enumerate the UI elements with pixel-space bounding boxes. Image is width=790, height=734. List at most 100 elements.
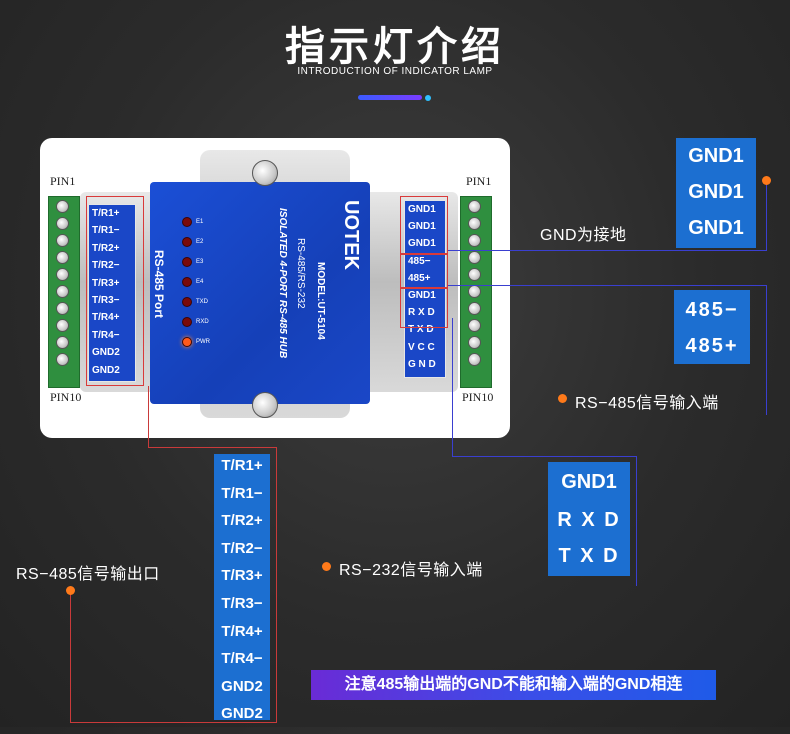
port-label: T/R3− xyxy=(92,294,120,306)
port-label: T/R4− xyxy=(92,329,120,341)
pin10-left-label: PIN10 xyxy=(50,390,82,404)
port-label: GND2 xyxy=(92,347,120,359)
rs485-output-callout-line: T/R1− xyxy=(221,484,263,502)
rs485-input-callout-box: 485− 485+ xyxy=(674,290,750,364)
rs232-callout-box: GND1 R X D T X D xyxy=(548,462,630,576)
orange-marker-dot xyxy=(762,176,771,185)
led-indicator xyxy=(182,317,192,327)
rs485-output-callout-line: T/R2− xyxy=(221,539,263,557)
title-dot xyxy=(425,95,431,101)
rs232-callout-line: R X D xyxy=(557,509,621,531)
mount-screw-bottom xyxy=(252,392,278,418)
led-label: PWR xyxy=(196,339,210,345)
gnd-callout-box: GND1 GND1 GND1 xyxy=(676,138,756,248)
connector-line xyxy=(766,285,767,415)
connector-line xyxy=(276,447,277,723)
led-indicator xyxy=(182,257,192,267)
connector-line xyxy=(452,456,636,457)
connector-line xyxy=(448,285,766,286)
port-label: GND1 xyxy=(408,221,436,233)
connector-line xyxy=(636,456,637,586)
connector-line xyxy=(452,318,453,456)
port-label: GND2 xyxy=(92,364,120,376)
rs485-input-callout-line: 485+ xyxy=(685,335,739,357)
gnd-callout-line: GND1 xyxy=(688,217,744,239)
rs485-output-callout-line: T/R2+ xyxy=(221,512,263,530)
gnd-highlight-frame xyxy=(400,196,448,254)
left-port-label-strip xyxy=(88,204,136,382)
product-line1-text: RS-485/RS-232 xyxy=(295,238,306,309)
port-label: G N D xyxy=(408,358,436,370)
led-label: RXD xyxy=(196,319,209,325)
mount-screw-top xyxy=(252,160,278,186)
rs232-callout-line: T X D xyxy=(558,545,620,567)
rs232-input-label: RS−232信号输入端 xyxy=(339,562,483,579)
left-terminal-screws xyxy=(56,200,70,366)
port-label: T/R2− xyxy=(92,260,120,272)
led-indicator xyxy=(182,237,192,247)
led-label: E1 xyxy=(196,219,204,225)
port-label: 485+ xyxy=(408,272,431,284)
led-indicator xyxy=(182,297,192,307)
led-column: E1 E2 E3 E4 TXD RXD PWR xyxy=(182,212,210,352)
port-label: T/R1+ xyxy=(92,208,120,219)
rs485-input-callout-line: 485− xyxy=(685,299,739,321)
led-label: TXD xyxy=(196,299,208,305)
brand-logo-text: UOTEK xyxy=(340,200,362,270)
port-label: T/R4+ xyxy=(92,312,120,324)
rs485-output-callout-line: T/R4+ xyxy=(221,622,263,640)
rs485-output-callout-line: T/R3− xyxy=(221,594,263,612)
orange-marker-dot xyxy=(322,562,331,571)
port-label: T X D xyxy=(408,324,434,336)
model-text: MODEL:UT-5104 xyxy=(315,262,326,340)
left-port-labels: T/R1+ T/R1− T/R2+ T/R2− T/R3+ T/R3− T/R4… xyxy=(92,208,132,382)
rs485-output-callout-line: T/R3+ xyxy=(221,567,263,585)
page-subtitle: INTRODUCTION OF INDICATOR LAMP xyxy=(297,66,493,77)
rs485-output-callout-line: T/R4− xyxy=(221,650,263,668)
right-port-labels: GND1 GND1 GND1 485− 485+ GND1 R X D T X … xyxy=(408,204,442,376)
warning-banner: 注意485输出端的GND不能和输入端的GND相连 xyxy=(311,670,716,700)
left-port-highlight-frame xyxy=(86,196,144,386)
power-led-indicator xyxy=(182,337,192,347)
connector-line xyxy=(448,250,766,251)
rs485-port-text: RS-485 Port xyxy=(152,250,166,319)
right-port-label-strip xyxy=(404,200,446,378)
rs485-output-callout-line: GND2 xyxy=(221,677,263,695)
connector-line xyxy=(766,180,767,251)
led-label: E2 xyxy=(196,239,204,245)
pin1-right-label: PIN1 xyxy=(466,174,492,188)
rs485-output-label: RS−485信号输出口 xyxy=(16,566,160,583)
pin10-right-label: PIN10 xyxy=(462,390,494,404)
port-label: R X D xyxy=(408,307,435,319)
pin1-left-label: PIN1 xyxy=(50,174,76,188)
connector-line xyxy=(148,386,149,448)
port-label: T/R1− xyxy=(92,225,120,237)
gnd-callout-line: GND1 xyxy=(688,145,744,167)
port-label: 485− xyxy=(408,255,431,267)
led-indicator xyxy=(182,217,192,227)
page-title: 指示灯介绍 xyxy=(285,24,505,70)
rs232-callout-line: GND1 xyxy=(561,471,617,493)
led-indicator xyxy=(182,277,192,287)
orange-marker-dot xyxy=(558,394,567,403)
rs485-output-callout-line: T/R1+ xyxy=(221,457,263,474)
connector-line xyxy=(148,447,276,448)
rs485-output-callout-line: GND2 xyxy=(221,705,263,723)
led-label: E4 xyxy=(196,279,204,285)
port-label: GND1 xyxy=(408,238,436,250)
rs485-input-highlight-frame xyxy=(400,254,448,288)
rs485-output-callout-box: T/R1+ T/R1− T/R2+ T/R2− T/R3+ T/R3− T/R4… xyxy=(214,454,270,721)
orange-marker-dot xyxy=(66,586,75,595)
rs485-input-label: RS−485信号输入端 xyxy=(575,395,719,412)
port-label: V C C xyxy=(408,341,435,353)
port-label: T/R2+ xyxy=(92,242,120,254)
product-line2-text: ISOLATED 4-PORT RS-485 HUB xyxy=(277,208,288,359)
title-underline xyxy=(358,95,422,100)
connector-line xyxy=(70,590,71,723)
port-label: GND1 xyxy=(408,289,436,301)
rs232-highlight-frame xyxy=(400,288,448,328)
gnd-description-label: GND为接地 xyxy=(540,227,627,244)
led-label: E3 xyxy=(196,259,204,265)
right-terminal-screws xyxy=(468,200,482,366)
connector-line xyxy=(70,722,277,723)
